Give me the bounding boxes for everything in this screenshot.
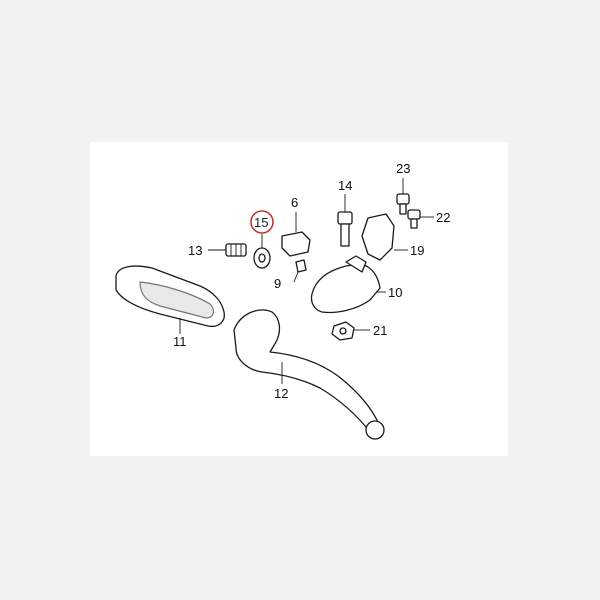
part-23-screw[interactable] <box>396 178 410 215</box>
part-11-grip[interactable] <box>115 265 225 334</box>
callout-10: 19 <box>410 243 424 258</box>
part-12-lever[interactable] <box>233 309 385 440</box>
part-21-nut[interactable] <box>331 321 370 341</box>
callout-19: 9 <box>274 276 281 291</box>
part-10-holder[interactable] <box>361 213 408 261</box>
callout-21: 21 <box>373 323 387 338</box>
callout-14: 14 <box>338 178 352 193</box>
part-19-screw[interactable] <box>293 259 307 283</box>
callout-23: 23 <box>396 161 410 176</box>
highlight-ring-15 <box>250 210 274 234</box>
part-6-switch[interactable] <box>281 212 311 257</box>
callout-13: 13 <box>188 243 202 258</box>
part-9-bracket[interactable] <box>310 255 386 314</box>
part-22-screw[interactable] <box>407 209 434 229</box>
callout-6: 6 <box>291 195 298 210</box>
callout-11: 11 <box>173 334 187 349</box>
part-14-pivot-bolt[interactable] <box>337 194 353 247</box>
callout-22: 22 <box>436 210 450 225</box>
callout-9: 10 <box>388 285 402 300</box>
part-13-bolt[interactable] <box>208 243 247 257</box>
part-15-washer[interactable] <box>253 234 271 269</box>
callout-12: 12 <box>274 386 288 401</box>
callout-15: 15 <box>254 215 268 230</box>
